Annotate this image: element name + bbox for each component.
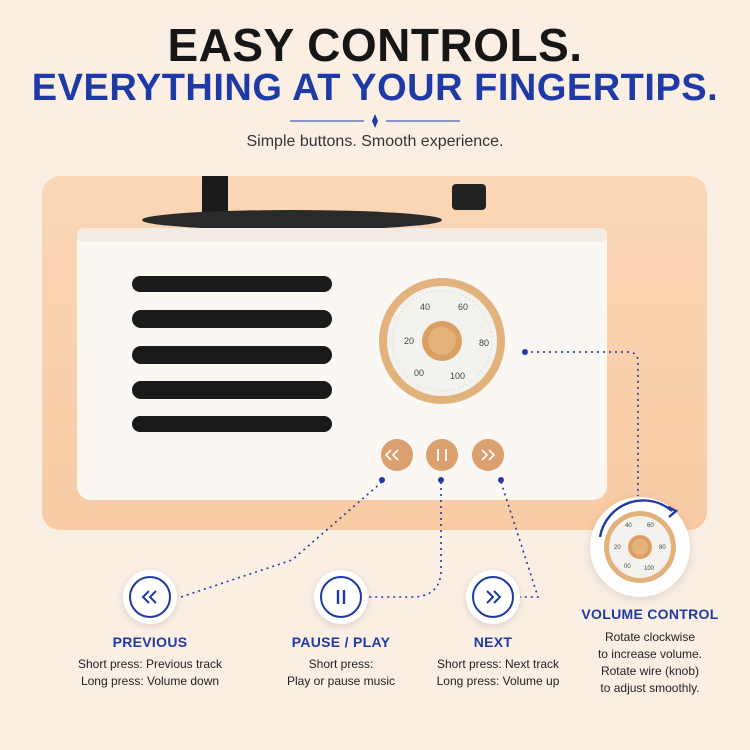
previous-description: Short press: Previous track Long press: … <box>40 656 260 690</box>
volume-dial-photo: 20 40 60 80 100 00 <box>379 278 505 404</box>
next-button <box>466 570 520 624</box>
volume-title: VOLUME CONTROL <box>581 606 719 622</box>
speaker-grille <box>132 276 332 432</box>
volume-knob-badge: 20 40 60 80 100 00 <box>590 497 690 597</box>
record-player-illustration: 20 40 60 80 100 00 <box>77 176 607 500</box>
headline: EASY CONTROLS. <box>167 19 583 71</box>
next-desc-line: Long press: Volume up <box>436 674 560 688</box>
svg-text:80: 80 <box>659 545 666 551</box>
svg-text:100: 100 <box>644 566 655 572</box>
svg-text:00: 00 <box>414 368 424 378</box>
pause-play-desc-line: Short press: <box>308 657 374 671</box>
volume-description: Rotate clockwise to increase volume. Rot… <box>575 629 725 697</box>
previous-desc-line: Short press: Previous track <box>77 657 223 671</box>
tonearm-rest <box>452 184 486 210</box>
next-title: NEXT <box>473 634 513 650</box>
photo-buttons <box>381 439 504 471</box>
svg-text:20: 20 <box>404 336 414 346</box>
next-description: Short press: Next track Long press: Volu… <box>418 656 578 690</box>
pause-icon <box>336 590 346 604</box>
pause-play-button <box>314 570 368 624</box>
fast-forward-icon <box>486 590 502 604</box>
vinyl-record <box>142 210 442 230</box>
pause-play-desc-line: Play or pause music <box>286 674 396 688</box>
product-photo: 20 40 60 80 100 00 <box>42 176 707 530</box>
pause-play-description: Short press: Play or pause music <box>241 656 441 690</box>
svg-text:00: 00 <box>624 564 631 570</box>
next-desc-line: Short press: Next track <box>436 657 560 671</box>
svg-text:20: 20 <box>614 545 621 551</box>
tonearm-base <box>202 176 228 216</box>
previous-title: PREVIOUS <box>112 634 188 650</box>
volume-desc-line: to increase volume. <box>597 647 703 661</box>
svg-text:80: 80 <box>479 338 489 348</box>
svg-text:40: 40 <box>420 302 430 312</box>
previous-button <box>123 570 177 624</box>
volume-desc-line: Rotate clockwise <box>604 630 696 644</box>
pause-play-title: PAUSE / PLAY <box>291 634 391 650</box>
svg-text:40: 40 <box>625 523 632 529</box>
volume-dial-icon: 20 40 60 80 100 00 <box>598 499 679 583</box>
rewind-icon <box>141 590 157 604</box>
divider-ornament <box>290 114 460 128</box>
svg-text:60: 60 <box>647 523 654 529</box>
volume-desc-line: to adjust smoothly. <box>600 681 700 695</box>
headline-accent: EVERYTHING AT YOUR FINGERTIPS. <box>31 67 719 109</box>
svg-text:60: 60 <box>458 302 468 312</box>
volume-desc-line: Rotate wire (knob) <box>600 664 700 678</box>
tagline: Simple buttons. Smooth experience. <box>246 133 504 150</box>
sparkle-icon <box>372 114 378 128</box>
previous-desc-line: Long press: Volume down <box>80 674 220 688</box>
svg-text:100: 100 <box>450 371 465 381</box>
